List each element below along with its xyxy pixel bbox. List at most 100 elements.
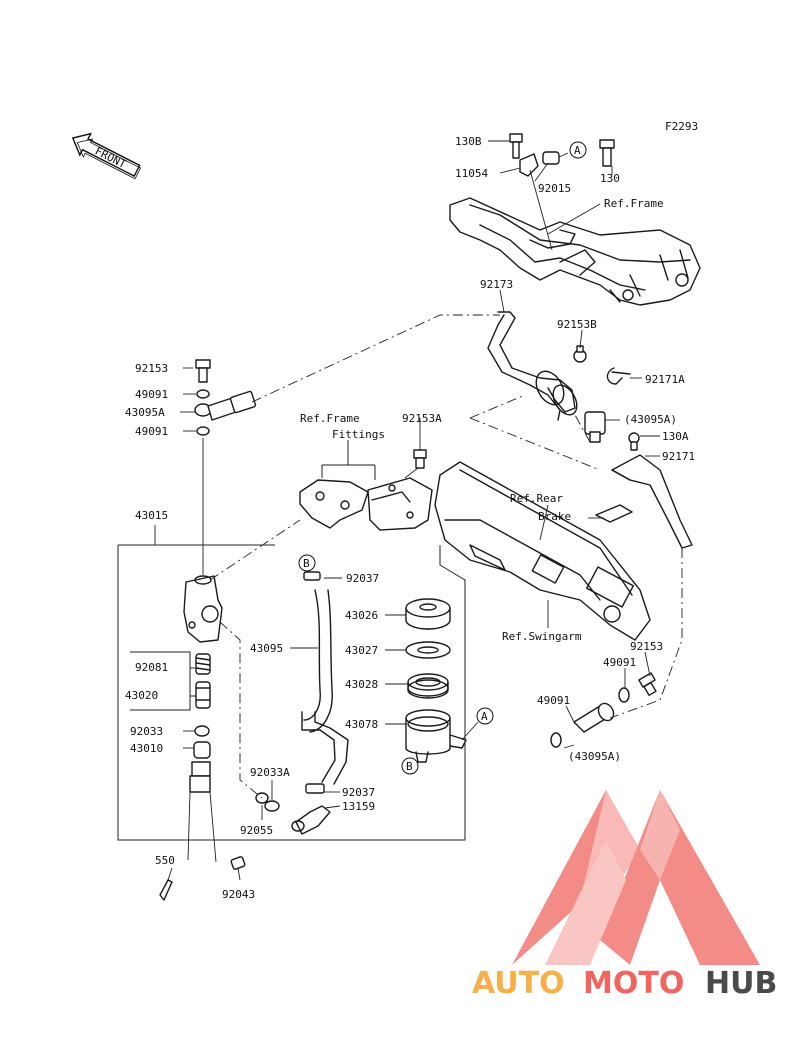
figure-id: F2293 [665, 120, 698, 133]
label-leaders [167, 140, 660, 881]
frame-fittings-part [299, 477, 433, 531]
leader-line [190, 667, 196, 697]
part-label-92171: 92171 [662, 450, 695, 463]
reservoir-43078-part [405, 709, 467, 763]
ref-label-frame: Ref.Frame [604, 197, 664, 210]
part-label-49091-left-bot: 49091 [135, 425, 168, 438]
plate-43027-part [405, 641, 451, 659]
clamp-92171a-part [606, 367, 631, 385]
pushrod-43010-part [187, 741, 217, 863]
part-label-92015: 92015 [538, 182, 571, 195]
piston-43020-part [195, 681, 211, 709]
watermark-hub: HUB [705, 966, 777, 1001]
part-label-130: 130 [600, 172, 620, 185]
bolt-92153b-part [573, 345, 587, 363]
connection-line [609, 548, 683, 719]
frame-part [449, 197, 701, 306]
watermark-auto: AUTO [472, 966, 565, 1001]
connection-line [574, 414, 591, 443]
part-label-92153b: 92153B [557, 318, 597, 331]
ref-label-frame-fittings-1: Ref.Frame [300, 412, 360, 425]
part-label-49091-right-top: 49091 [603, 656, 636, 669]
svg-text:A: A [574, 144, 581, 157]
part-label-43010: 43010 [130, 742, 163, 755]
gasket-49091-left-top-part [196, 389, 210, 399]
part-label-130a: 130A [662, 430, 689, 443]
connection-line [469, 417, 601, 471]
watermark-logo-icon [512, 790, 760, 965]
part-label-92153a: 92153A [402, 412, 442, 425]
marker-a-top: A [569, 141, 587, 159]
gasket-49091-right-bot-part [550, 732, 562, 748]
part-label-92055: 92055 [240, 824, 273, 837]
watermark-text: AUTO MOTO HUB [472, 966, 777, 1001]
seal-92055-part [255, 792, 269, 804]
bolt-92153a-part [404, 449, 427, 479]
master-cylinder-43015-part [183, 575, 223, 643]
rear-brake-bracket-part [595, 504, 633, 523]
watermark-moto: MOTO [583, 966, 684, 1001]
bolt-130b-part [509, 133, 523, 159]
part-label-49091-left-top: 49091 [135, 388, 168, 401]
cap-43026-part [405, 598, 451, 630]
connection-line [219, 621, 263, 799]
clamp-92037-top-part [303, 571, 321, 581]
clamp-92037-bot-part [305, 783, 325, 794]
part-label-43095a: 43095A [125, 406, 165, 419]
group-43015-outline [117, 544, 466, 841]
part-label-92037-top: 92037 [346, 572, 379, 585]
hose-fitting-43095a-top-part [584, 411, 606, 443]
part-label-92081: 92081 [135, 661, 168, 674]
part-label-43026: 43026 [345, 609, 378, 622]
part-label-92043: 92043 [222, 888, 255, 901]
part-label-92033a: 92033A [250, 766, 290, 779]
part-label-43027: 43027 [345, 644, 378, 657]
part-label-13159: 13159 [342, 800, 375, 813]
part-label-92153-left: 92153 [135, 362, 168, 375]
spring-92081-part [195, 653, 211, 675]
oring-92033a-part [264, 800, 280, 812]
svg-text:B: B [303, 557, 310, 570]
part-label-130b: 130B [455, 135, 482, 148]
bolt-130-part [599, 139, 615, 167]
part-label-49091-right-bot: 49091 [537, 694, 570, 707]
part-label-43028: 43028 [345, 678, 378, 691]
hose-43095-part [301, 589, 349, 785]
part-label-92153-right: 92153 [630, 640, 663, 653]
marker-b-top: B [298, 554, 316, 572]
svg-text:B: B [406, 760, 413, 773]
connection-line [209, 519, 301, 581]
ref-label-swingarm: Ref.Swingarm [502, 630, 582, 643]
cotter-pin-550-part [159, 879, 173, 901]
diaphragm-43028-part [407, 673, 449, 699]
group-frame-fittings [321, 440, 376, 480]
connection-line [469, 394, 526, 419]
collar-92015-part [542, 151, 569, 165]
swingarm-part [434, 461, 651, 641]
marker-b-bot: B [401, 757, 419, 775]
part-label-43095: 43095 [250, 642, 283, 655]
part-label-550: 550 [155, 854, 175, 867]
bolt-92153-right-part [638, 672, 657, 697]
gasket-49091-left-bot-part [196, 426, 210, 436]
part-label-92037-bot: 92037 [342, 786, 375, 799]
front-arrow-icon: FRONT [71, 132, 142, 180]
ref-label-frame-fittings-2: Fittings [332, 428, 385, 441]
marker-a-bot: A [461, 707, 494, 741]
bolt-92153-left-part [195, 359, 211, 383]
part-label-43020: 43020 [125, 689, 158, 702]
part-label-92173: 92173 [480, 278, 513, 291]
part-label-11054: 11054 [455, 167, 488, 180]
part-label-43095a-ref-top: (43095A) [624, 413, 677, 426]
part-label-92171a: 92171A [645, 373, 685, 386]
part-label-43015: 43015 [135, 509, 168, 522]
bolt-130a-part [628, 432, 640, 451]
ref-label-rear-brake-1: Ref.Rear [510, 492, 563, 505]
washer-92033-part [194, 725, 210, 737]
pipe-92173-part [487, 311, 578, 421]
front-label: FRONT [93, 144, 129, 171]
ref-label-rear-brake-2: Brake [538, 510, 571, 523]
fitting-43095a-right-part [573, 702, 615, 733]
pin-92043-part [230, 856, 246, 870]
